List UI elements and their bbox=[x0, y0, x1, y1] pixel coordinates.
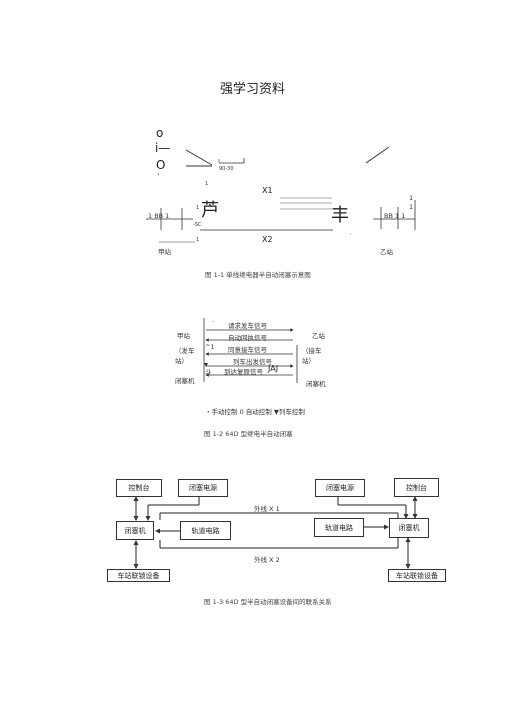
mark-1: 1 bbox=[205, 181, 209, 187]
mark-1b: 1 bbox=[196, 205, 200, 211]
left-block-machine-label: 闭塞机 bbox=[124, 526, 146, 535]
left-track-circuit-label: 轨道电路 bbox=[191, 526, 220, 535]
station-b-label: 乙站 bbox=[380, 248, 393, 256]
signal-train-departure: 列车出发信号 bbox=[233, 358, 272, 366]
right-interlock-box: 车站联锁设备 bbox=[388, 569, 446, 582]
right-console-label: 控制台 bbox=[406, 483, 427, 492]
right-interlock-label: 车站联锁设备 bbox=[396, 571, 438, 580]
signal-suffix: JAJ bbox=[268, 364, 279, 373]
fig2-left-station: 甲站 bbox=[177, 332, 190, 340]
left-power-label: 闭塞电源 bbox=[189, 484, 217, 492]
fig2-mark-c: 斗 bbox=[205, 368, 212, 376]
left-power-box: 闭塞电源 bbox=[178, 479, 228, 497]
right-track-circuit-label: 轨道电路 bbox=[325, 523, 353, 532]
right-mark-2: 1 bbox=[409, 203, 414, 211]
left-console-box: 控制台 bbox=[116, 479, 162, 497]
signal-agree-receive: 同意接车信号 bbox=[228, 346, 267, 354]
right-power-label: 闭塞电源 bbox=[326, 484, 354, 492]
fig2-legend: ・手动控制 0 自动控制 ▼列车控制 bbox=[205, 408, 305, 416]
right-power-box: 闭塞电源 bbox=[315, 479, 365, 497]
fig2-left-machine: 闭塞机 bbox=[175, 377, 195, 385]
glyph-dot: · bbox=[157, 170, 160, 180]
fig2-mark-b: ^1 bbox=[205, 343, 215, 351]
char-right: 丰 bbox=[331, 205, 349, 226]
glyph-i: i— bbox=[155, 141, 171, 155]
outer-line-x2-label: 外线 X 2 bbox=[254, 556, 280, 564]
left-interlock-box: 车站联锁设备 bbox=[107, 569, 170, 582]
fig2-right-role: （接车 站） bbox=[302, 347, 322, 365]
left-block-machine-box: 闭塞机 bbox=[116, 521, 154, 540]
outer-line-x1-label: 外线 X 1 bbox=[254, 505, 280, 513]
page-title: 强学习资料 bbox=[219, 82, 285, 97]
right-track-circuit-box: 轨道电路 bbox=[314, 518, 364, 537]
fig2-left-role: （发车 站） bbox=[175, 347, 195, 365]
char-mid: 芦 bbox=[201, 200, 219, 221]
fig2-right-machine: 闭塞机 bbox=[306, 380, 326, 388]
figure-1-3-caption: 图 1-3 64D 型半自动闭塞设备间的联系关系 bbox=[204, 598, 332, 606]
left-interlock-label: 车站联锁设备 bbox=[117, 571, 160, 580]
bb-right-label: BB 1 1 bbox=[384, 212, 406, 220]
small-label: 90-30 bbox=[219, 166, 234, 172]
figure-1-1-caption: 图 1-1 单线继电器半自动闭塞示意图 bbox=[205, 271, 311, 279]
track-label-x2: X2 bbox=[262, 235, 273, 244]
left-console-label: 控制台 bbox=[128, 484, 150, 492]
fig2-mark-a: · bbox=[212, 318, 215, 326]
signal-auto-receipt: 自动回执信号 bbox=[228, 334, 267, 342]
bb-left-label: 1 BB 1 bbox=[148, 212, 170, 220]
right-console-box: 控制台 bbox=[394, 478, 439, 497]
mark-1c: 1 bbox=[196, 237, 200, 243]
right-mark-1: 1 bbox=[409, 194, 414, 202]
signal-arrival-reset: 到达复原信号 bbox=[224, 368, 263, 376]
right-block-machine-box: 闭塞机 bbox=[389, 518, 429, 538]
glyph-o2: O bbox=[156, 158, 166, 172]
station-a-label: 甲站 bbox=[158, 248, 171, 256]
figure-1-2-caption: 图 1-2 64D 型继电半自动闭塞 bbox=[204, 430, 293, 438]
glyph-o: o bbox=[156, 126, 164, 140]
fig2-right-station: 乙站 bbox=[312, 332, 325, 340]
right-block-machine-label: 闭塞机 bbox=[398, 524, 420, 532]
sc-label: -SC bbox=[193, 222, 202, 228]
left-track-circuit-box: 轨道电路 bbox=[180, 521, 231, 540]
track-label-x1: X1 bbox=[262, 186, 273, 195]
comma-mark: , bbox=[350, 230, 352, 236]
signal-request-departure: 请求发车信号 bbox=[228, 322, 267, 330]
